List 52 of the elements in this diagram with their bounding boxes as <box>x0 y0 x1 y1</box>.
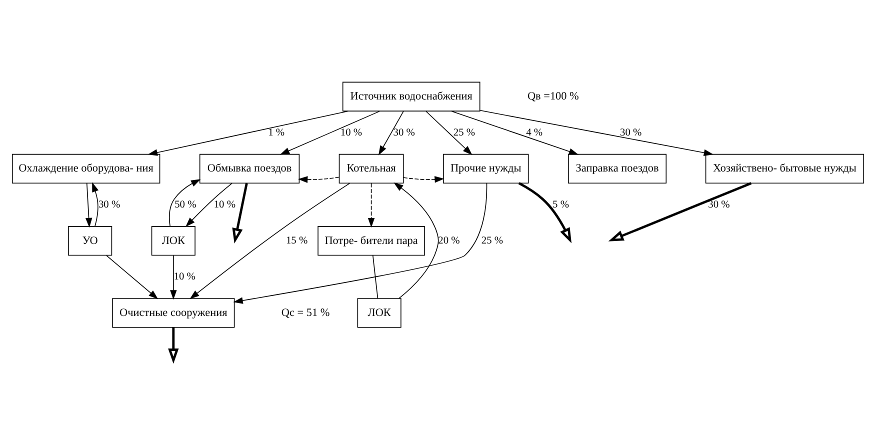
node-box: Заправка поездов <box>568 153 667 184</box>
edge-label: 10 % <box>340 126 362 138</box>
edge-label: 30 % <box>98 199 120 210</box>
node-box: Очистные сооружения <box>112 298 235 328</box>
label: Qс = 51 % <box>281 306 330 318</box>
edge-label: 20 % <box>438 235 460 246</box>
arrow <box>480 110 714 156</box>
arrow <box>368 182 375 228</box>
arrow <box>403 176 444 182</box>
arrow <box>280 110 380 154</box>
node-box: Прочие нужды <box>443 153 529 184</box>
edge-label: 1 % <box>268 126 285 138</box>
arrow <box>518 182 572 243</box>
arrow <box>232 182 248 243</box>
node-box: УО <box>68 226 112 256</box>
edge-label: 15 % <box>286 235 308 246</box>
connector <box>372 254 378 298</box>
arrow <box>298 176 340 182</box>
arrow <box>168 178 201 226</box>
arrow <box>190 182 350 299</box>
node-box: ЛОК <box>357 298 402 328</box>
node-box: ЛОК <box>151 226 196 256</box>
arrow <box>378 110 404 155</box>
node-box: Хозяйствено- бытовые нужды <box>705 153 864 184</box>
arrow <box>168 326 179 364</box>
arrow <box>394 182 439 298</box>
edge-label: 10 % <box>214 199 236 210</box>
arrow <box>92 182 99 226</box>
arrow <box>148 110 349 156</box>
arrow <box>426 110 472 155</box>
arrow <box>608 182 752 241</box>
edge-label: 50 % <box>174 199 196 210</box>
arrow <box>85 182 92 228</box>
edge-label: 10 % <box>174 271 196 282</box>
edge-label: 30 % <box>708 199 730 210</box>
edge-label: 5 % <box>552 199 570 210</box>
label: Qв =100 % <box>527 90 579 102</box>
edge-label: 25 % <box>481 235 504 246</box>
node-box: Котельная <box>338 153 404 184</box>
arrow <box>170 254 177 300</box>
arrow <box>186 182 232 226</box>
node-box: Источник водоснабжения <box>342 81 480 111</box>
node-box: Охлаждение оборудова- ния <box>12 153 160 184</box>
arrow <box>106 254 158 299</box>
edge-label: 25 % <box>453 126 476 138</box>
node-box: Обмывка поездов <box>199 153 300 184</box>
edge-label: 4 % <box>526 126 543 138</box>
edge-label: 30 % <box>393 126 415 138</box>
arrow <box>233 182 488 304</box>
arrow <box>450 110 579 154</box>
node-box: Потре- бители пара <box>318 226 425 256</box>
edge-label: 30 % <box>620 126 642 138</box>
